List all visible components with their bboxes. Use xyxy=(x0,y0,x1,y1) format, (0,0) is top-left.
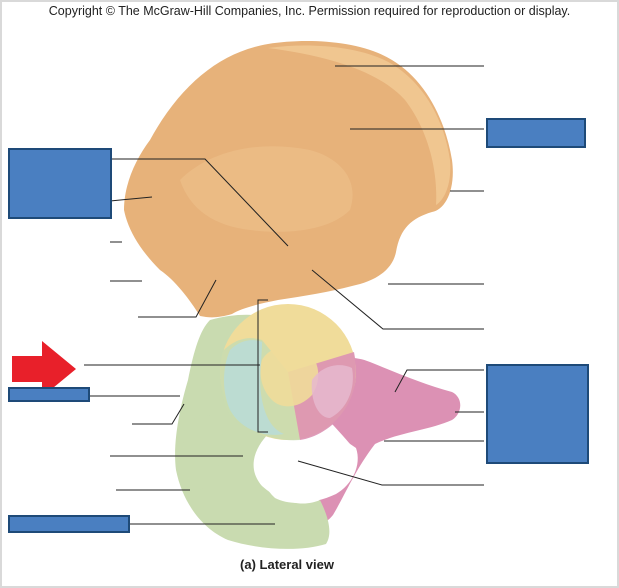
label-box-acetabulum[interactable] xyxy=(8,387,90,402)
leader-lines xyxy=(84,65,484,525)
ilium-shading xyxy=(180,146,353,232)
label-box-ischial-ramus[interactable] xyxy=(8,515,130,533)
obturator-foramen xyxy=(261,430,358,503)
iliac-crest-highlight xyxy=(268,45,451,206)
label-box-iliac-fossa[interactable] xyxy=(486,118,586,148)
leader-line-posterior-superior-iliac-spine xyxy=(109,196,153,202)
label-box-pubis[interactable] xyxy=(486,364,589,464)
figure-caption: (a) Lateral view xyxy=(240,557,334,572)
leader-line-superior-pubic-ramus xyxy=(394,369,484,393)
ischial-tuberosity-shading xyxy=(183,415,223,490)
lunate-surface xyxy=(224,340,284,435)
leader-line-lesser-sciatic-notch xyxy=(132,403,185,425)
pubic-lunate-surface xyxy=(311,365,353,418)
leader-line-gluteal-line-anterior xyxy=(311,269,484,330)
acetabular-fossa xyxy=(260,345,319,407)
label-box-posterior-gluteal-line[interactable] xyxy=(8,148,112,219)
ilium xyxy=(124,41,453,318)
red-arrow-icon xyxy=(12,341,76,397)
leader-line-obturator-foramen xyxy=(297,460,484,486)
copyright-notice: Copyright © The McGraw-Hill Companies, I… xyxy=(48,4,571,18)
leader-line-ischial-body xyxy=(138,279,217,318)
leader-line-gluteal-line-posterior xyxy=(110,158,289,247)
leader-line-acetabulum-bracket xyxy=(257,299,268,433)
